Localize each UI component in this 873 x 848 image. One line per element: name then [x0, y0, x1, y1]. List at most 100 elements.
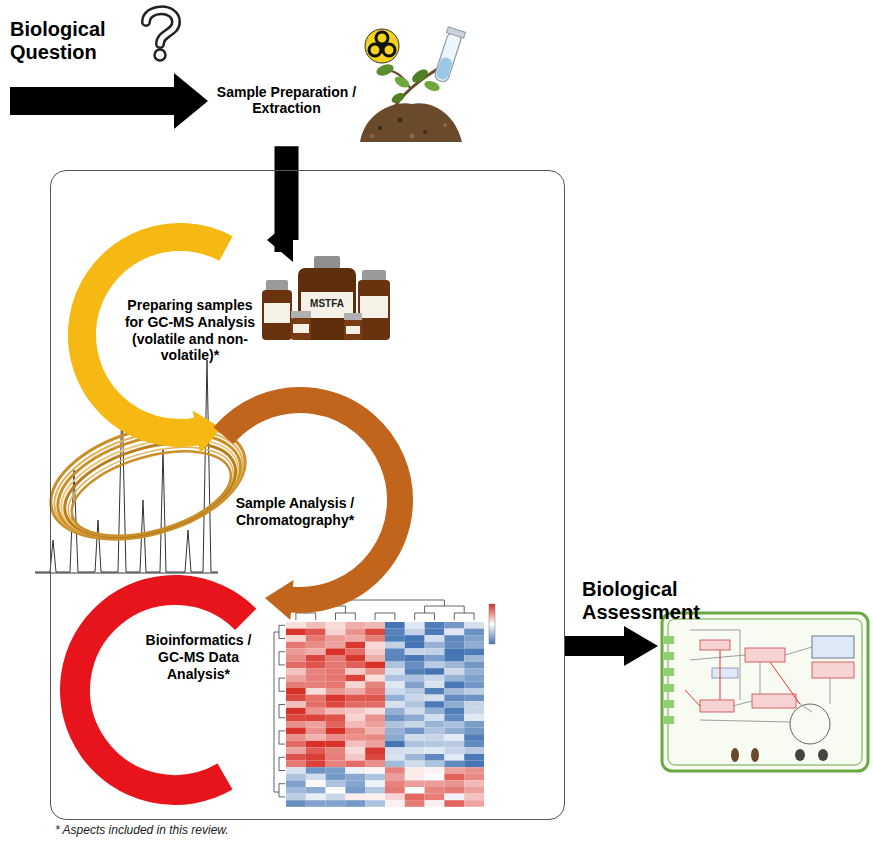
heatmap-cell	[326, 734, 346, 741]
heatmap-cell	[444, 708, 464, 715]
heatmap-cell	[385, 787, 405, 794]
heatmap-cell	[385, 780, 405, 787]
stage-title: Sample Analysis / Chromatography*	[227, 495, 363, 529]
heatmap-cell	[365, 668, 385, 675]
drawing-rect	[446, 27, 465, 38]
drawing-rect	[358, 280, 390, 340]
heatmap-cell	[326, 655, 346, 662]
heatmap-cell	[444, 787, 464, 794]
heatmap-cell	[425, 780, 445, 787]
heatmap-cell	[464, 708, 484, 715]
drawing-circle	[410, 134, 415, 139]
drawing-circle	[365, 29, 399, 63]
heatmap-cell	[345, 747, 365, 754]
heatmap-cell	[405, 635, 425, 642]
drawing-rect	[489, 604, 495, 644]
flow-arrow	[265, 580, 294, 620]
heatmap-cell	[286, 701, 306, 708]
arrow-shaft	[565, 636, 625, 656]
heatmap-cell	[345, 675, 365, 682]
heatmap-cell	[444, 714, 464, 721]
heatmap-cell	[365, 780, 385, 787]
heatmap-cell	[405, 774, 425, 781]
footnote: * Aspects included in this review.	[55, 823, 229, 837]
heatmap-cell	[345, 655, 365, 662]
heatmap-cell	[286, 668, 306, 675]
heatmap-cell	[306, 774, 326, 781]
heatmap-cell	[444, 701, 464, 708]
stage-title: Bioinformatics / GC-MS Data Analysis*	[131, 632, 266, 682]
heatmap-cell	[326, 648, 346, 655]
heatmap-cell	[286, 629, 306, 636]
heatmap-cell	[464, 728, 484, 735]
heatmap-cell	[286, 721, 306, 728]
heatmap-cell	[444, 728, 464, 735]
heatmap-cell	[405, 622, 425, 629]
dendrogram	[274, 600, 474, 797]
heatmap-cell	[425, 635, 445, 642]
heatmap-cell	[306, 754, 326, 761]
heatmap-cell	[365, 695, 385, 702]
heatmap-cell	[425, 629, 445, 636]
heatmap-cell	[286, 714, 306, 721]
heatmap-cell	[464, 662, 484, 669]
heatmap-cell	[306, 761, 326, 768]
heatmap-cell	[385, 728, 405, 735]
heatmap-cell	[345, 695, 365, 702]
heatmap-cell	[306, 728, 326, 735]
heatmap-cell	[345, 642, 365, 649]
drawing-circle	[370, 134, 374, 138]
drawing-rect	[346, 326, 360, 334]
heatmap-cell	[464, 648, 484, 655]
heatmap-cell	[405, 629, 425, 636]
flow-arrow	[10, 73, 208, 129]
heatmap-cell	[444, 681, 464, 688]
end-label: Biological Assessment	[582, 578, 721, 624]
heatmap-cell	[345, 774, 365, 781]
drawing-rect	[662, 613, 868, 771]
heatmap-cell	[326, 774, 346, 781]
drawing-rect	[700, 700, 734, 712]
heatmap-cell	[345, 688, 365, 695]
drawing-ellipse	[731, 748, 739, 762]
heatmap-cell	[405, 708, 425, 715]
heatmap-cell	[306, 800, 326, 807]
heatmap-cell	[444, 675, 464, 682]
heatmap-cell	[286, 688, 306, 695]
drawing-rect	[664, 636, 674, 644]
heatmap-cell	[385, 747, 405, 754]
heatmap-cell	[326, 695, 346, 702]
heatmap-cell	[385, 668, 405, 675]
heatmap-cell	[385, 708, 405, 715]
heatmap-cell	[405, 787, 425, 794]
heatmap-cell	[464, 635, 484, 642]
heatmap-cell	[365, 721, 385, 728]
heatmap-cell	[365, 629, 385, 636]
heatmap-cell	[464, 780, 484, 787]
heatmap-cell	[385, 741, 405, 748]
heatmap-cell	[306, 734, 326, 741]
heatmap-cell	[286, 800, 306, 807]
drawing-ellipse	[423, 79, 441, 93]
heatmap-cell	[286, 728, 306, 735]
heatmap-cell	[306, 629, 326, 636]
heatmap-cell	[405, 675, 425, 682]
heatmap-cell	[345, 708, 365, 715]
heatmap-cell	[464, 787, 484, 794]
heatmap-cell	[464, 794, 484, 801]
drawing-rect	[360, 296, 388, 318]
heatmap-cell	[425, 721, 445, 728]
heatmap-cell	[326, 741, 346, 748]
heatmap-cell	[286, 780, 306, 787]
heatmap-cell	[306, 662, 326, 669]
heatmap-cell	[326, 754, 346, 761]
heatmap-cell	[405, 734, 425, 741]
heatmap-cell	[444, 761, 464, 768]
drawing-rect	[266, 280, 288, 291]
heatmap-cell	[345, 794, 365, 801]
heatmap-cell	[286, 754, 306, 761]
drawing-circle	[790, 704, 830, 744]
heatmap-cell	[464, 668, 484, 675]
heatmap-cell	[464, 629, 484, 636]
heatmap-cell	[405, 695, 425, 702]
